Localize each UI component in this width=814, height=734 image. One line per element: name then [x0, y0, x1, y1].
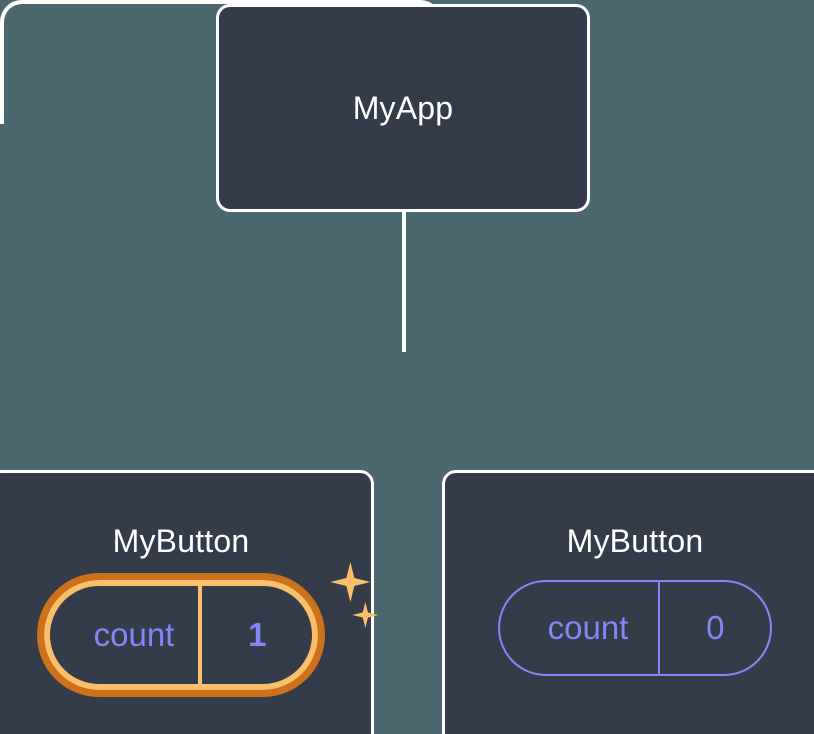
- state-value-1: 0: [658, 582, 770, 674]
- sparkle-small-icon: [352, 602, 379, 628]
- node-mybutton-0[interactable]: MyButton count 1: [0, 470, 379, 734]
- state-pill-0[interactable]: count 1: [36, 573, 326, 697]
- node-myapp-title: MyApp: [352, 89, 454, 126]
- node-mybutton-0-title: MyButton: [112, 523, 250, 559]
- node-mybutton-1[interactable]: MyButton count 0: [442, 470, 814, 734]
- sparkle-large-icon: [330, 562, 371, 602]
- node-mybutton-1-title: MyButton: [566, 523, 704, 559]
- state-key-1: count: [547, 609, 629, 646]
- state-pill-wrapper-1: count 0: [497, 580, 773, 676]
- state-value-0: 1: [198, 586, 312, 684]
- node-myapp[interactable]: MyApp: [216, 4, 590, 212]
- state-pill-1[interactable]: count 0: [497, 580, 773, 676]
- state-pill-wrapper-0: count 1: [36, 562, 379, 697]
- state-key-0: count: [93, 616, 175, 653]
- connector-trunk-line: [402, 210, 406, 352]
